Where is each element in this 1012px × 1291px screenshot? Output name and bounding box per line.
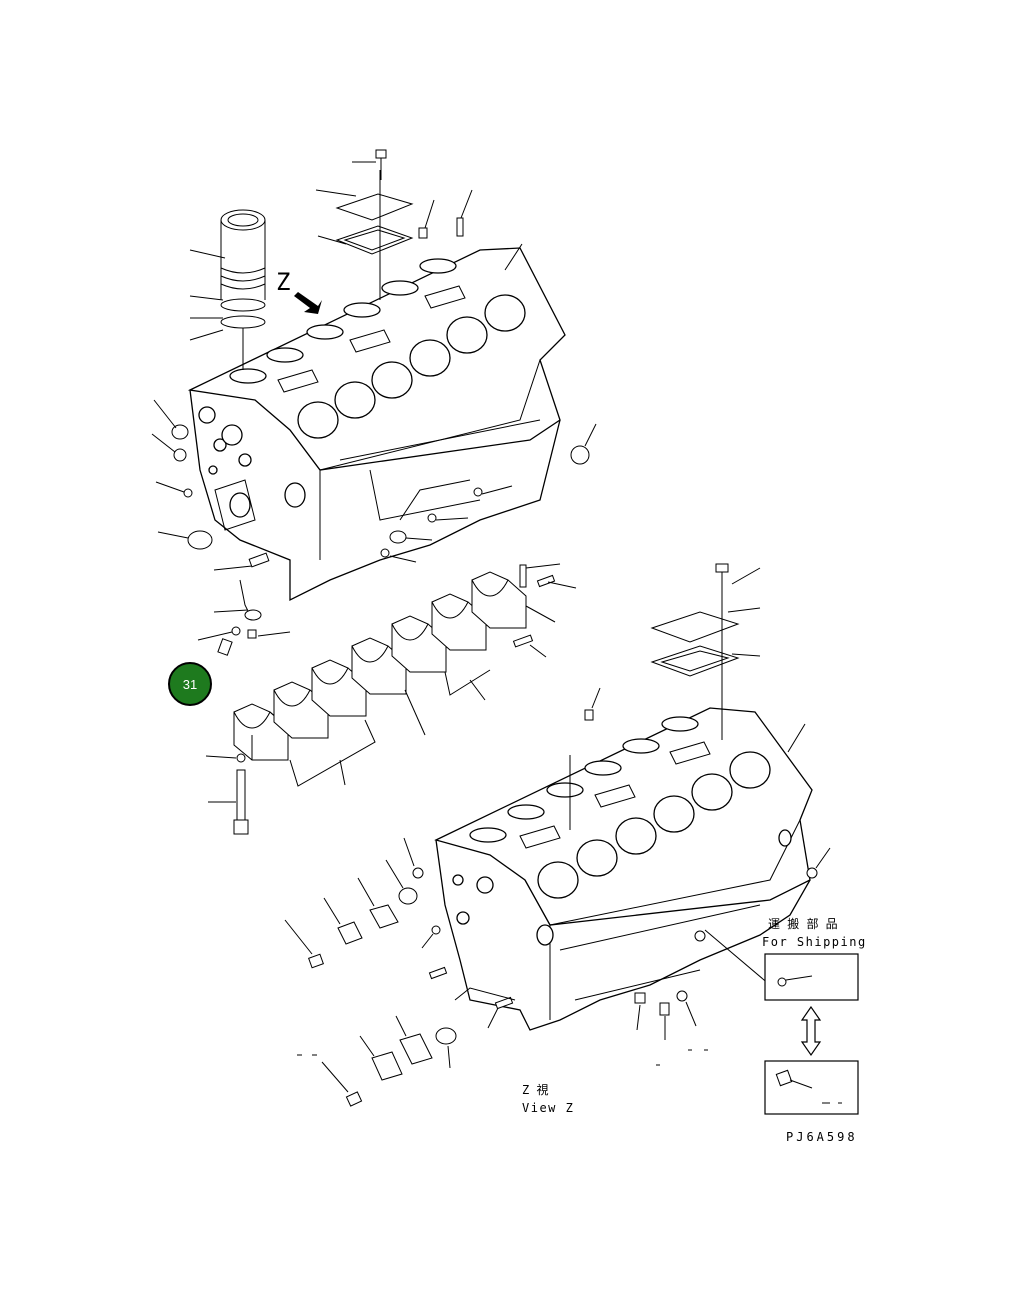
- lower-cylinder-bores: [537, 751, 771, 899]
- upper-left-small-parts: [171, 424, 590, 656]
- for-shipping-section: 運 搬 部 品 For Shipping: [762, 916, 867, 1115]
- upper-oval-ports: [229, 258, 457, 384]
- view-z-label-en: View Z: [522, 1101, 574, 1115]
- dowel-pin: [456, 217, 464, 237]
- shipping-box-before: [764, 953, 859, 1001]
- shipping-label-jp: 運 搬 部 品: [768, 916, 838, 931]
- drawing-code: PJ6A598: [786, 1130, 858, 1144]
- upper-engine-block: [187, 247, 566, 602]
- double-arrow-icon: [800, 1005, 822, 1057]
- upper-cylinder-bores: [297, 294, 526, 439]
- view-z-arrow-icon: [294, 292, 322, 314]
- lower-cover-plate: [569, 563, 806, 830]
- hotspot-31-label: 31: [183, 677, 197, 692]
- plug-part: [418, 227, 428, 239]
- upper-cover-plate: [335, 149, 414, 300]
- lower-left-parts: [284, 837, 516, 1107]
- lower-oval-ports: [469, 716, 699, 843]
- view-z-label-jp: Z 視: [522, 1082, 548, 1097]
- view-z-letter: Z: [276, 268, 290, 296]
- hotspot-31[interactable]: 31: [168, 662, 212, 706]
- upper-leader-lines: [151, 161, 597, 641]
- lower-right-parts: [634, 847, 831, 1066]
- cylinder-liner: [220, 209, 266, 370]
- shipping-label-en: For Shipping: [762, 935, 867, 949]
- main-bearing-caps: [205, 563, 577, 835]
- lower-engine-block: [434, 707, 813, 1031]
